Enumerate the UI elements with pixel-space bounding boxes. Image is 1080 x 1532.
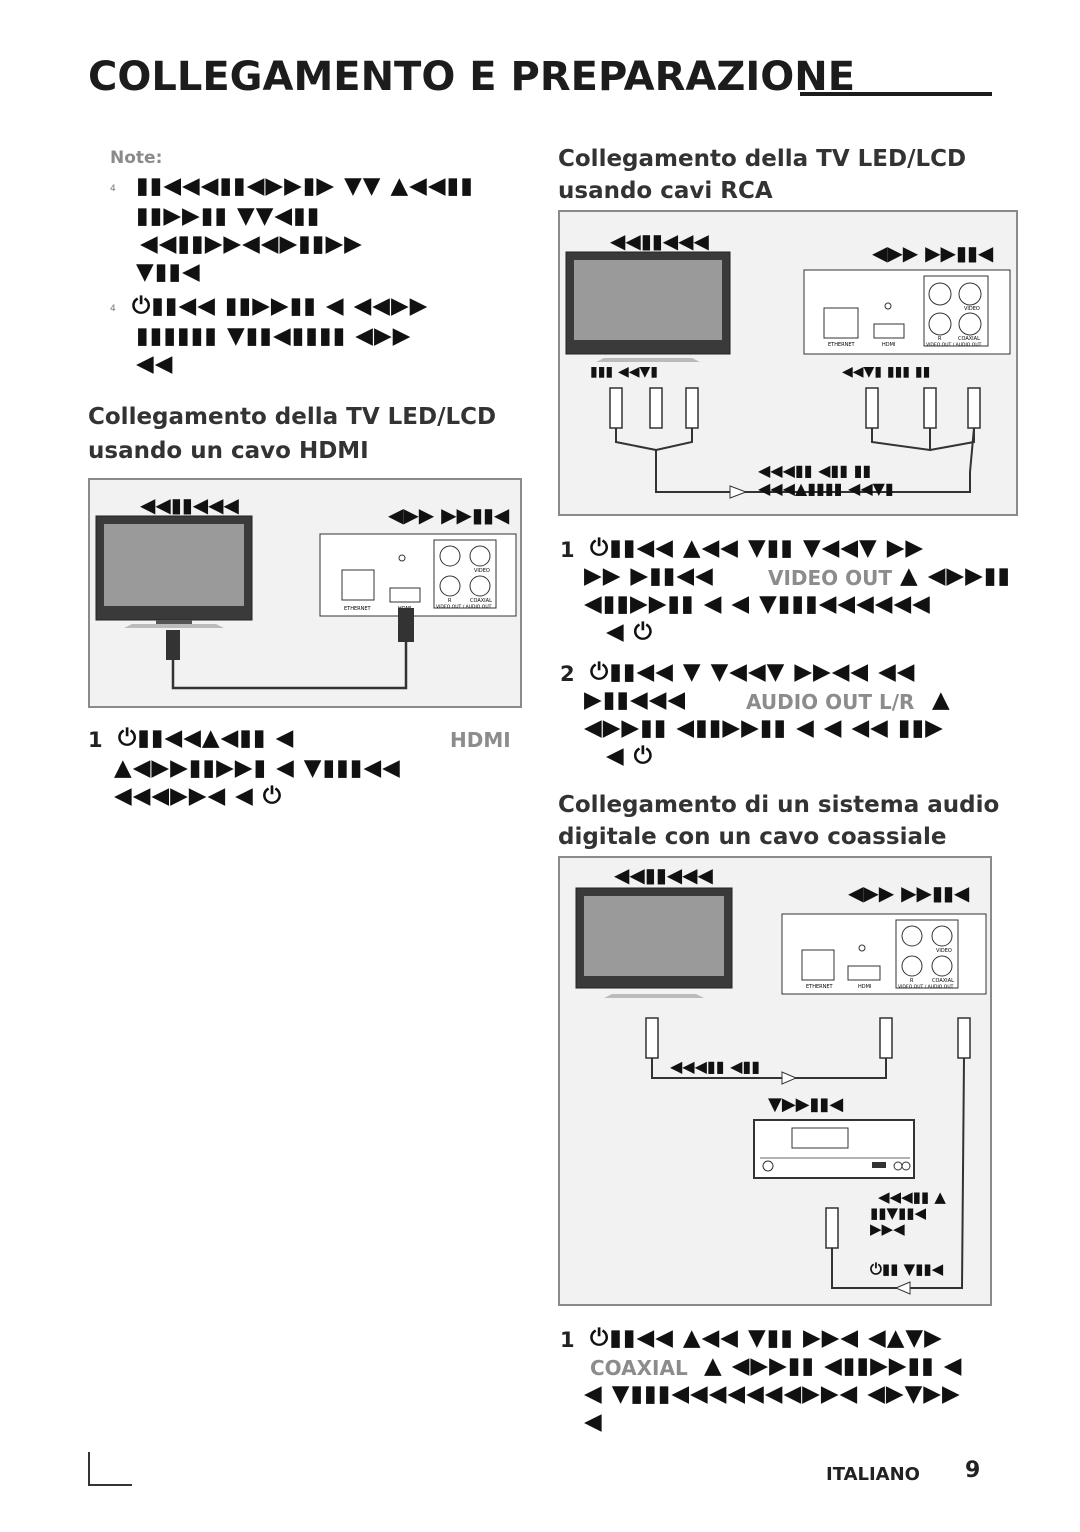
rca-step-1-keyword: VIDEO OUT <box>768 566 893 590</box>
coax-label-line-1: ◀◀◀▮▮ ▲ <box>878 1188 946 1206</box>
arrow-icon <box>894 1281 911 1295</box>
rca-heading-line-2: usando cavi RCA <box>558 178 773 204</box>
coax-diagram: ◀◀▮▮◀◀◀ ◀▶▶ ▶▶▮▮◀ ETHERNET HDMI VIDEO R … <box>558 856 992 1306</box>
coax-label-line-2: ▮▮▼▮▮◀ <box>870 1204 927 1222</box>
rca-step-1-line-2-pre: ▶▶ ▶▮▮◀◀ <box>584 563 714 589</box>
rca-step-2-number: 2 <box>560 662 575 686</box>
coax-step-1-keyword: COAXIAL <box>590 1356 688 1380</box>
panel-r: R <box>448 598 452 604</box>
page-title: COLLEGAMENTO E PREPARAZIONE <box>88 54 856 100</box>
coax-cable-label: ⏻▮▮ ▼▮▮◀ <box>870 1260 944 1278</box>
rca-cable-label-1: ◀◀◀▮▮ ◀▮▮ ▮▮ <box>758 461 871 480</box>
rca-step-1-line-4: ◀ ⏻ <box>606 619 653 645</box>
player-rear-panel-icon: ETHERNET HDMI VIDEO R COAXIAL VIDEO OUT … <box>803 269 1011 355</box>
tv-icon <box>565 251 731 362</box>
hdmi-heading-line-2: usando un cavo HDMI <box>88 438 369 464</box>
note-bullet-2: 4 <box>110 304 116 314</box>
arrow-icon <box>729 485 748 499</box>
panel-ethernet: ETHERNET <box>344 606 372 612</box>
rca-step-1-line-1: ⏻▮▮◀◀ ▲◀◀ ▼▮▮ ▼◀◀▼ ▶▶ <box>590 535 925 561</box>
rca-step-1-number: 1 <box>560 538 575 562</box>
svg-text:VIDEO: VIDEO <box>964 306 980 312</box>
rca-cable-label-2: ◀◀◀▲▮▮▮▮ ◀◀▼▮ <box>758 479 894 498</box>
note-2-line-1: ⏻▮▮◀◀ ▮▮▶▶▮▮ ◀ ◀◀▶▶ <box>132 293 429 319</box>
note-1-line-4: ▼▮▮◀ <box>136 259 201 285</box>
coax-label-tv: ◀◀▮▮◀◀◀ <box>614 863 714 887</box>
panel-video: VIDEO <box>474 568 490 574</box>
svg-text:VIDEO OUT / AUDIO OUT: VIDEO OUT / AUDIO OUT <box>926 342 982 348</box>
svg-text:R: R <box>938 336 942 342</box>
notes-label: Note: <box>110 148 163 168</box>
hdmi-label-player: ◀▶▶ ▶▶▮▮◀ <box>388 503 510 527</box>
coax-step-1-line-2: ▲ ◀▶▶▮▮ ◀▮▮▶▶▮▮ ◀ <box>704 1353 963 1379</box>
rca-step-2-line-1: ⏻▮▮◀◀ ▼ ▼◀◀▼ ▶▶◀◀ ◀◀ <box>590 659 916 685</box>
svg-text:COAXIAL: COAXIAL <box>958 336 980 342</box>
coax-cable-label-top: ◀◀◀▮▮ ◀▮▮ <box>670 1057 760 1076</box>
rca-step-2-line-4: ◀ ⏻ <box>606 743 653 769</box>
note-2-line-3: ◀◀ <box>136 351 174 377</box>
footer-language: ITALIANO <box>826 1464 920 1485</box>
note-2-line-2: ▮▮▮▮▮▮ ▼▮▮◀▮▮▮▮ ◀▶▶ <box>136 323 412 349</box>
svg-text:VIDEO OUT / AUDIO OUT: VIDEO OUT / AUDIO OUT <box>898 984 954 990</box>
tv-icon <box>575 887 733 998</box>
page-number: 9 <box>965 1458 981 1483</box>
coax-step-1-line-4: ◀ <box>584 1409 603 1435</box>
rca-diagram-svg: ◀◀▮▮◀◀◀ ◀▶▶ ▶▶▮▮◀ ETHERNET HDMI VIDEO R … <box>565 229 1011 499</box>
hdmi-cable <box>166 608 414 690</box>
footer-corner-horizontal <box>88 1484 132 1486</box>
hdmi-label-tv: ◀◀▮▮◀◀◀ <box>140 493 240 517</box>
rca-step-2-line-2-pre: ▶▮▮◀◀◀ <box>584 687 687 713</box>
coax-label-line-3: ▶▶◀ <box>870 1220 905 1238</box>
tv-icon <box>95 515 253 628</box>
note-1-line-3: ◀◀▮▮▶▶◀◀▶▮▮▶▶ <box>140 231 363 257</box>
coax-label-player: ◀▶▶ ▶▶▮▮◀ <box>848 881 970 905</box>
rca-label-tv: ◀◀▮▮◀◀◀ <box>610 229 710 253</box>
hdmi-diagram-svg: ◀◀▮▮◀◀◀ ◀▶▶ ▶▶▮▮◀ ETHERNET HDMI VIDEO R … <box>95 493 517 690</box>
rca-plugs <box>609 387 981 429</box>
svg-text:ETHERNET: ETHERNET <box>806 984 834 990</box>
hdmi-diagram: ◀◀▮▮◀◀◀ ◀▶▶ ▶▶▮▮◀ ETHERNET HDMI VIDEO R … <box>88 478 522 708</box>
footer-corner-vertical <box>88 1452 90 1486</box>
rca-step-2-line-2-post: ▲ <box>932 687 951 713</box>
amplifier-icon <box>753 1119 915 1179</box>
rca-label-tv-inputs: ▮▮▮ ◀◀▼▮ <box>590 364 658 380</box>
rca-step-1-line-2-post: ▲ ◀▶▶▮▮ <box>900 563 1012 589</box>
hdmi-heading-line-1: Collegamento della TV LED/LCD <box>88 404 497 430</box>
note-bullet: 4 <box>110 184 116 194</box>
hdmi-step-1-number: 1 <box>88 728 103 752</box>
hdmi-step-1-keyword: HDMI <box>450 728 511 752</box>
player-rear-panel-icon: ETHERNET HDMI VIDEO R COAXIAL VIDEO OUT … <box>781 913 987 995</box>
coax-step-1-line-3: ◀ ▼▮▮▮◀◀◀◀◀◀◀▶▶◀ ◀▶▼▶▶ <box>584 1381 961 1407</box>
coax-diagram-svg: ◀◀▮▮◀◀◀ ◀▶▶ ▶▶▮▮◀ ETHERNET HDMI VIDEO R … <box>575 863 987 1295</box>
rca-label-player: ◀▶▶ ▶▶▮▮◀ <box>872 241 994 265</box>
svg-text:COAXIAL: COAXIAL <box>932 978 954 984</box>
coax-plugs <box>645 1017 971 1249</box>
rca-label-player-outputs: ◀◀▼▮ ▮▮▮ ▮▮ <box>842 364 930 380</box>
hdmi-step-1-line-3: ◀◀◀▶▶◀ ◀ ⏻ <box>114 783 283 809</box>
title-rule <box>800 92 992 96</box>
panel-coaxial: COAXIAL <box>470 598 492 604</box>
hdmi-step-1-line-2: ▲◀▶▶▮▮▶▶▮ ◀ ▼▮▮▮◀◀ <box>114 755 401 781</box>
note-1-line-2: ▮▮▶▶▮▮ ▼▼◀▮▮ <box>136 203 321 229</box>
coax-heading-line-1: Collegamento di un sistema audio <box>558 792 1000 818</box>
rca-step-2-keyword: AUDIO OUT L/R <box>746 690 915 714</box>
coax-heading-line-2: digitale con un cavo coassiale <box>558 824 947 850</box>
panel-out: VIDEO OUT / AUDIO OUT <box>436 604 492 610</box>
arrow-icon <box>781 1071 798 1085</box>
player-rear-panel-icon: ETHERNET HDMI VIDEO R COAXIAL VIDEO OUT … <box>319 533 517 617</box>
rca-step-1-line-3: ◀▮▮▶▶▮▮ ◀ ◀ ▼▮▮▮◀◀◀◀◀◀ <box>584 591 931 617</box>
rca-heading-line-1: Collegamento della TV LED/LCD <box>558 146 967 172</box>
svg-text:HDMI: HDMI <box>882 342 895 348</box>
svg-text:ETHERNET: ETHERNET <box>828 342 856 348</box>
rca-diagram: ◀◀▮▮◀◀◀ ◀▶▶ ▶▶▮▮◀ ETHERNET HDMI VIDEO R … <box>558 210 1018 516</box>
hdmi-step-1-line-1: ⏻▮▮◀◀▲◀▮▮ ◀ <box>118 725 295 751</box>
svg-text:HDMI: HDMI <box>858 984 871 990</box>
coax-label-amplifier: ▼▶▶▮▮◀ <box>768 1094 843 1115</box>
coax-step-1-number: 1 <box>560 1328 575 1352</box>
note-1-line-1: ▮▮◀◀◀▮▮◀▶▶▮▶ ▼▼ ▲◀◀▮▮ <box>136 173 474 199</box>
coax-step-1-line-1: ⏻▮▮◀◀ ▲◀◀ ▼▮▮ ▶▶◀ ◀▲▼▶ <box>590 1325 943 1351</box>
svg-text:R: R <box>910 978 914 984</box>
rca-step-2-line-3: ◀▶▶▮▮ ◀▮▮▶▶▮▮ ◀ ◀ ◀◀ ▮▮▶ <box>584 715 944 741</box>
svg-text:VIDEO: VIDEO <box>936 948 952 954</box>
